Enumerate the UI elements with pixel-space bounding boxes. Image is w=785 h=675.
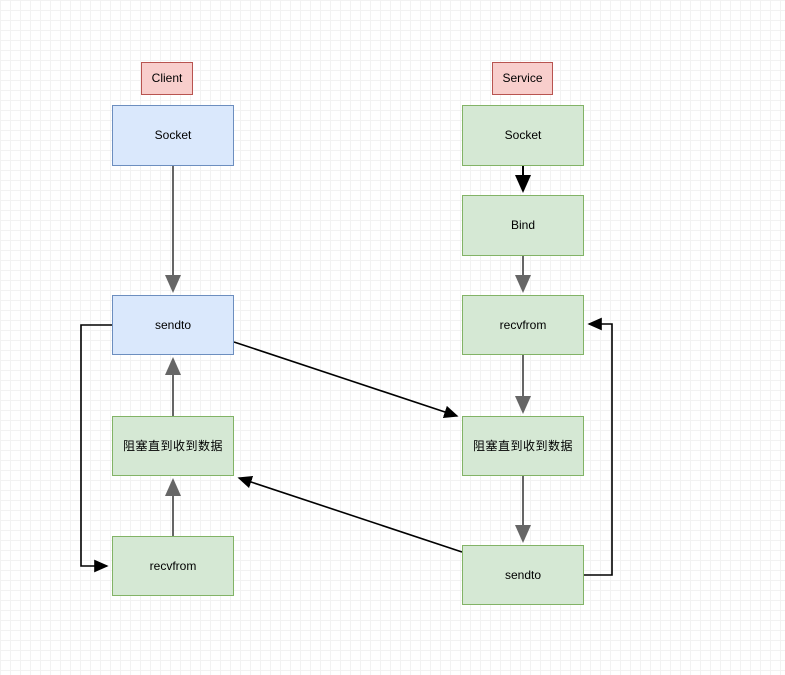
service-header-box[interactable]: Service [492,62,553,95]
node-service-recvfrom-label: recvfrom [499,317,547,332]
edge-service-sendto-loop-to-recvfrom [584,317,613,576]
node-service-socket[interactable]: Socket [462,105,584,166]
node-service-sendto-label: sendto [504,567,542,582]
node-service-sendto[interactable]: sendto [462,545,584,605]
node-service-bind-label: Bind [510,218,536,233]
node-client-sendto-label: sendto [154,317,192,332]
node-service-bind[interactable]: Bind [462,195,584,256]
node-service-block[interactable]: 阻塞直到收到数据 [462,416,584,476]
service-header-label: Service [502,71,543,86]
node-client-block[interactable]: 阻塞直到收到数据 [112,416,234,476]
node-service-block-label: 阻塞直到收到数据 [472,438,573,453]
client-header-box[interactable]: Client [141,62,193,95]
node-service-recvfrom[interactable]: recvfrom [462,295,584,355]
node-service-socket-label: Socket [504,128,542,143]
node-client-block-label: 阻塞直到收到数据 [122,438,223,453]
edge-service-sendto-to-client-block [237,475,463,553]
node-client-recvfrom[interactable]: recvfrom [112,536,234,596]
node-client-socket[interactable]: Socket [112,105,234,166]
node-client-recvfrom-label: recvfrom [149,558,197,573]
edge-client-sendto-loop-to-recvfrom [80,324,112,573]
node-client-sendto[interactable]: sendto [112,295,234,355]
node-client-socket-label: Socket [154,128,192,143]
edge-client-sendto-to-service-block [233,341,459,419]
client-header-label: Client [151,71,183,86]
